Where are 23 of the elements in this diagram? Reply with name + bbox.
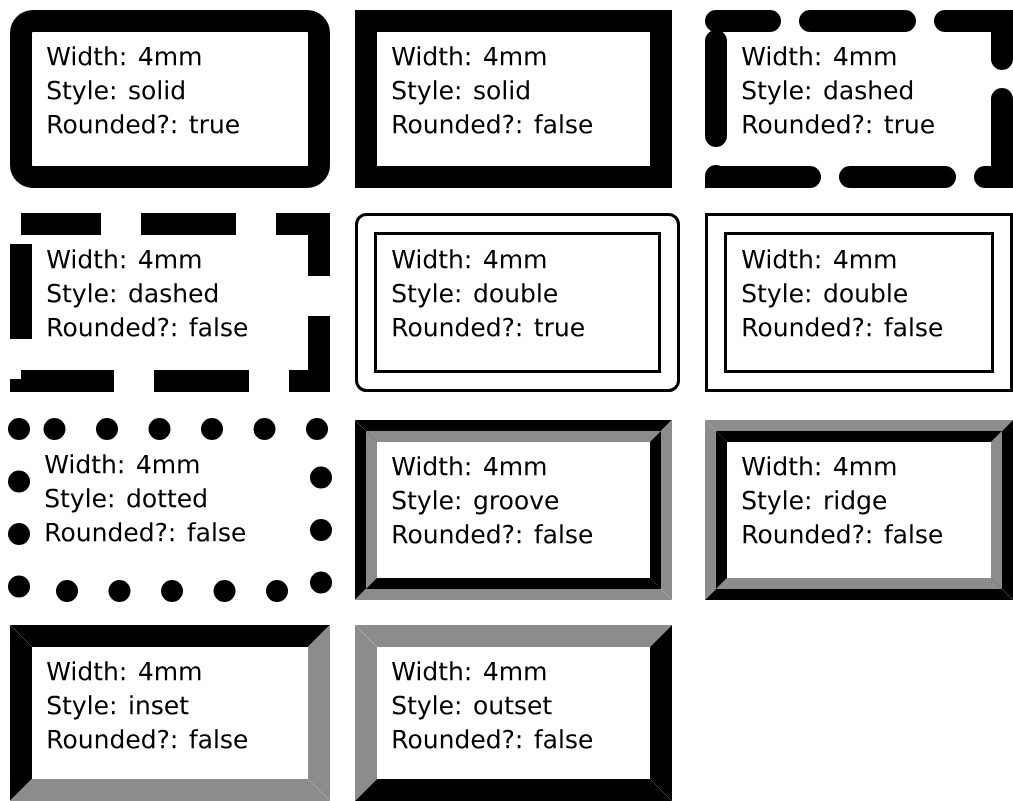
node-label: Rounded?: false: [743, 524, 942, 544]
bordered-box: Width: 4mm Style: dashed Rounded?: false: [10, 213, 330, 392]
bordered-box: Width: 4mm Style: solid Rounded?: false: [355, 10, 672, 188]
bordered-box: Width: 4mm Style: ridge Rounded?: false: [705, 420, 1013, 600]
node-label: Width: 4mm: [392, 456, 546, 476]
node-label: Rounded?: false: [48, 729, 248, 749]
node-label: Style: ridge: [742, 490, 887, 515]
bordered-box: Width: 4mm Style: dotted Rounded?: false: [8, 418, 332, 602]
bordered-box: Width: 4mm Style: double Rounded?: false: [705, 213, 1013, 392]
bordered-box: Width: 4mm Style: dashed Rounded?: true: [705, 10, 1013, 188]
node-label: Style: groove: [392, 490, 559, 515]
node-label: Rounded?: false: [393, 524, 592, 544]
bordered-box: Width: 4mm Style: solid Rounded?: true: [10, 10, 330, 188]
node-label: Style: outset: [392, 695, 552, 720]
node-label: Rounded?: false: [393, 729, 592, 749]
node-label: Width: 4mm: [47, 661, 201, 681]
bordered-box: Width: 4mm Style: outset Rounded?: false: [355, 625, 672, 801]
bordered-box: Width: 4mm Style: groove Rounded?: false: [355, 420, 672, 600]
bordered-box: Width: 4mm Style: double Rounded?: true: [355, 213, 680, 392]
node-label: Width: 4mm: [392, 661, 546, 681]
bordered-box: Width: 4mm Style: inset Rounded?: false: [10, 625, 330, 801]
node-label: Width: 4mm: [742, 456, 896, 476]
node-label: Style: inset: [47, 695, 189, 720]
